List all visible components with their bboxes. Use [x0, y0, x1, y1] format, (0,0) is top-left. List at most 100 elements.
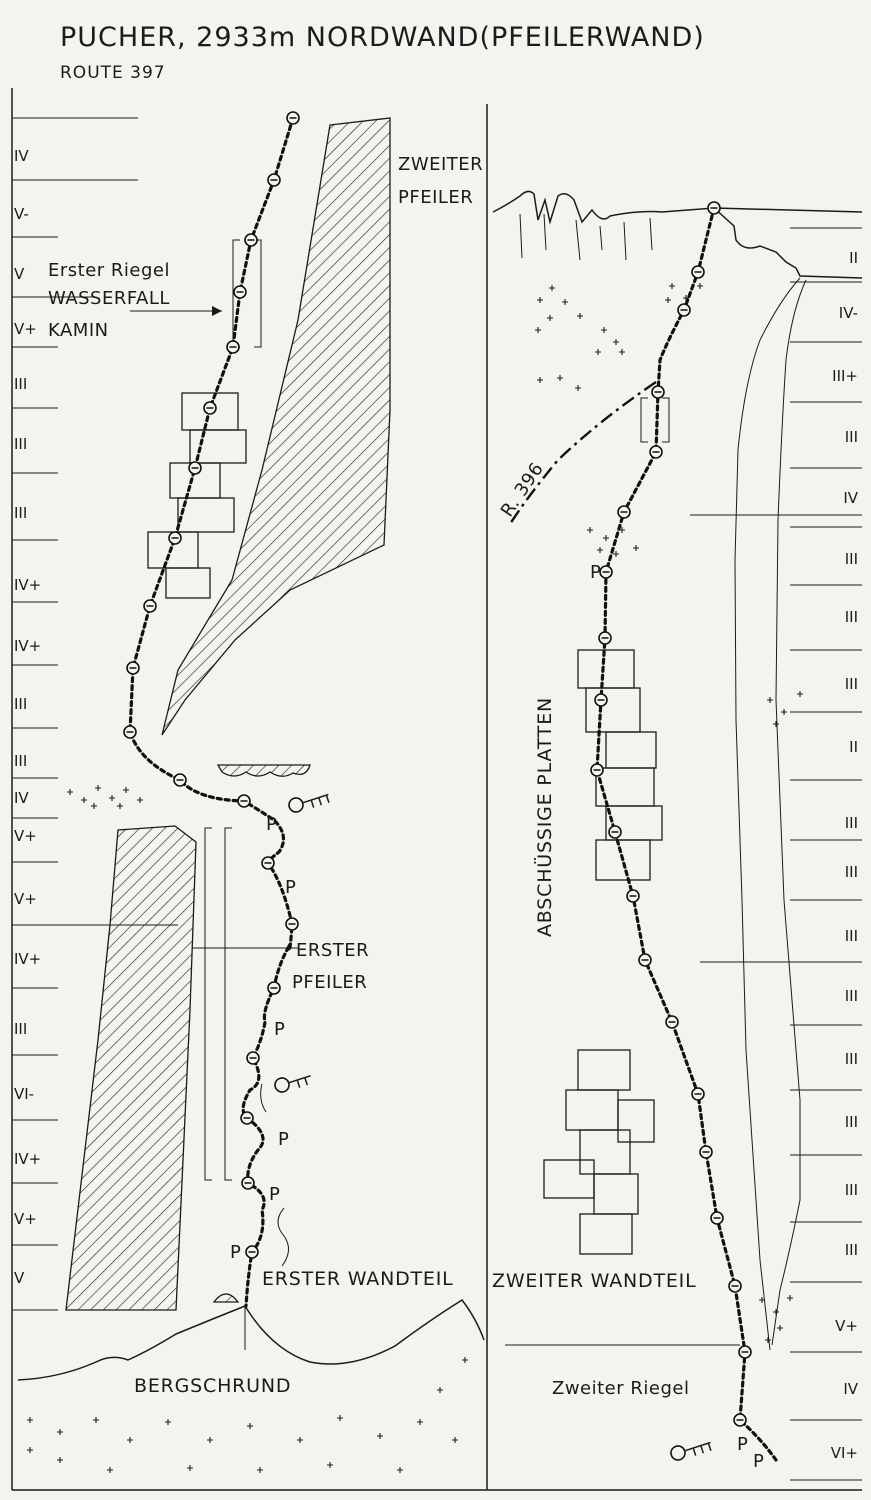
grade-label: II — [849, 249, 858, 267]
grade-label: V- — [14, 205, 29, 223]
grade-label: IV+ — [14, 637, 41, 655]
label-erster-pfeiler-1: ERSTER — [296, 940, 369, 961]
grade-label: III — [845, 1241, 858, 1259]
scree-mark — [27, 1417, 33, 1423]
bracket-right-right — [662, 397, 670, 443]
scree-mark — [587, 527, 593, 533]
scree-mark — [549, 285, 555, 291]
grade-label: III — [845, 927, 858, 945]
scree-mark — [462, 1357, 468, 1363]
scree-mark — [773, 1309, 779, 1315]
scree-mark — [577, 313, 583, 319]
scree-mark — [777, 1325, 783, 1331]
route-line-right — [595, 206, 778, 1462]
scree-mark — [187, 1465, 193, 1471]
scree-mark — [67, 789, 73, 795]
scree-mark — [377, 1433, 383, 1439]
scree-mark — [165, 1419, 171, 1425]
grade-label: III — [845, 608, 858, 626]
grade-label: III — [14, 695, 27, 713]
scree-mark — [759, 1297, 765, 1303]
label-bergschrund: BERGSCHRUND — [134, 1375, 291, 1397]
bergschrund-ridge — [17, 1299, 485, 1381]
scree-mark — [207, 1437, 213, 1443]
label-erster-wandteil: ERSTER WANDTEIL — [262, 1268, 454, 1290]
wiggle-1 — [277, 1207, 289, 1267]
scree-mark — [562, 299, 568, 305]
label-erster-riegel: Erster Riegel — [48, 260, 170, 281]
grade-label: V — [14, 265, 25, 283]
piton-mark: P — [278, 1129, 289, 1150]
zweiter-pfeiler-shape — [161, 117, 391, 736]
piton-mark: P — [737, 1434, 748, 1455]
piton-mark: P — [590, 562, 601, 583]
scree-mark — [557, 375, 563, 381]
scree-mark — [603, 535, 609, 541]
grade-label: IV — [14, 147, 29, 165]
piton-marks-right: P P P — [590, 562, 764, 1472]
grade-label: VI- — [14, 1085, 34, 1103]
scree-mark — [257, 1467, 263, 1473]
scree-mark — [337, 1415, 343, 1421]
scree-mark — [781, 709, 787, 715]
grade-label: III — [14, 435, 27, 453]
scree-mark — [535, 327, 541, 333]
skyline-strokes — [519, 213, 653, 261]
scree-mark — [537, 377, 543, 383]
grade-label: IV+ — [14, 576, 41, 594]
label-zweiter-riegel: Zweiter Riegel — [552, 1378, 689, 1399]
scree-mark — [452, 1437, 458, 1443]
grade-label: V — [14, 1269, 25, 1287]
scree-mark — [107, 1467, 113, 1473]
piton-mark: P — [274, 1019, 285, 1040]
piton-mark: P — [269, 1184, 280, 1205]
left-panel: ZWEITER PFEILER Erster Riegel WASSERFALL… — [17, 111, 485, 1473]
wasserfall-arrowhead — [212, 306, 222, 316]
diagram-subtitle: ROUTE 397 — [60, 63, 166, 83]
erster-pfeiler-shape — [65, 825, 197, 1311]
scree-mark — [669, 283, 675, 289]
grade-label: III — [14, 504, 27, 522]
grade-label: IV+ — [14, 1150, 41, 1168]
frame — [11, 88, 862, 1491]
wiggle-2 — [260, 1083, 267, 1113]
scree-mark — [613, 551, 619, 557]
scree-mark — [397, 1467, 403, 1473]
grade-label: III — [14, 752, 27, 770]
scree-mark — [437, 1387, 443, 1393]
scree-mark — [697, 283, 703, 289]
scree-mark — [95, 785, 101, 791]
scree-mark — [547, 315, 553, 321]
belay-points-right — [590, 201, 752, 1427]
piton-mark: P — [230, 1242, 241, 1263]
scree-mark — [117, 803, 123, 809]
scree-mark — [597, 547, 603, 553]
scree-mark — [601, 327, 607, 333]
scree-mark — [27, 1447, 33, 1453]
bolt-symbol — [670, 1441, 712, 1461]
scree-mark — [57, 1429, 63, 1435]
scree-mark — [595, 349, 601, 355]
grade-label: III — [845, 675, 858, 693]
scree-mark — [417, 1419, 423, 1425]
bracket-pfeiler-left — [204, 827, 212, 1181]
scree-mark — [109, 795, 115, 801]
piton-mark: P — [266, 814, 277, 835]
label-wasserfall: WASSERFALL — [48, 288, 170, 309]
scree-mark — [127, 1437, 133, 1443]
scree-mark — [767, 697, 773, 703]
label-zweiter-pfeiler-2: PFEILER — [398, 187, 473, 208]
scree-marks-right — [535, 283, 803, 1343]
upper-ledge-hatch — [216, 764, 311, 777]
grade-label: V+ — [14, 320, 37, 338]
grade-label: IV+ — [14, 950, 41, 968]
rock-blocks-right-lower — [543, 1049, 655, 1255]
scree-mark — [537, 297, 543, 303]
scree-mark — [57, 1457, 63, 1463]
scree-mark — [575, 385, 581, 391]
gully-line-inner — [771, 279, 807, 1346]
label-erster-pfeiler-2: PFEILER — [292, 972, 367, 993]
label-r396: R. 396 — [497, 459, 548, 521]
summit-right-edge — [713, 207, 863, 213]
